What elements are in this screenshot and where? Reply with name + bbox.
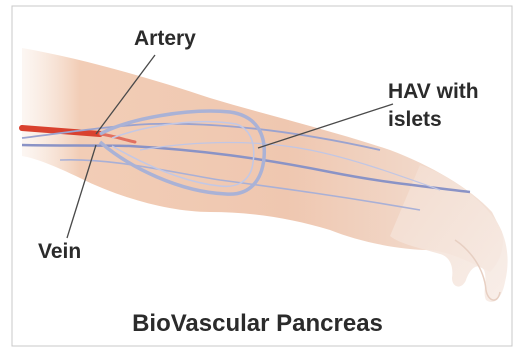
hav-label: HAV with islets — [388, 78, 479, 134]
figure-caption: BioVascular Pancreas — [0, 310, 515, 338]
artery-label: Artery — [134, 27, 196, 51]
vein-label: Vein — [38, 240, 81, 264]
hav-label-line1: HAV with — [388, 78, 479, 106]
hav-label-line2: islets — [388, 106, 479, 134]
